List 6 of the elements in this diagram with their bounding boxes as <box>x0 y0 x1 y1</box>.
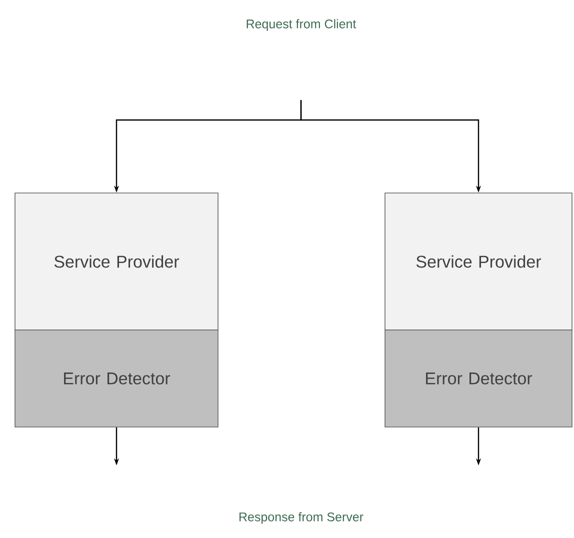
caption-text: Response from Server <box>240 512 364 524</box>
caption-text: Request from Client <box>246 19 356 31</box>
detector-box: Error Detector <box>14 330 218 428</box>
service-box: Service Provider <box>14 192 218 330</box>
detector-box: Error Detector <box>384 330 572 428</box>
service-box: Service Provider <box>384 192 572 330</box>
